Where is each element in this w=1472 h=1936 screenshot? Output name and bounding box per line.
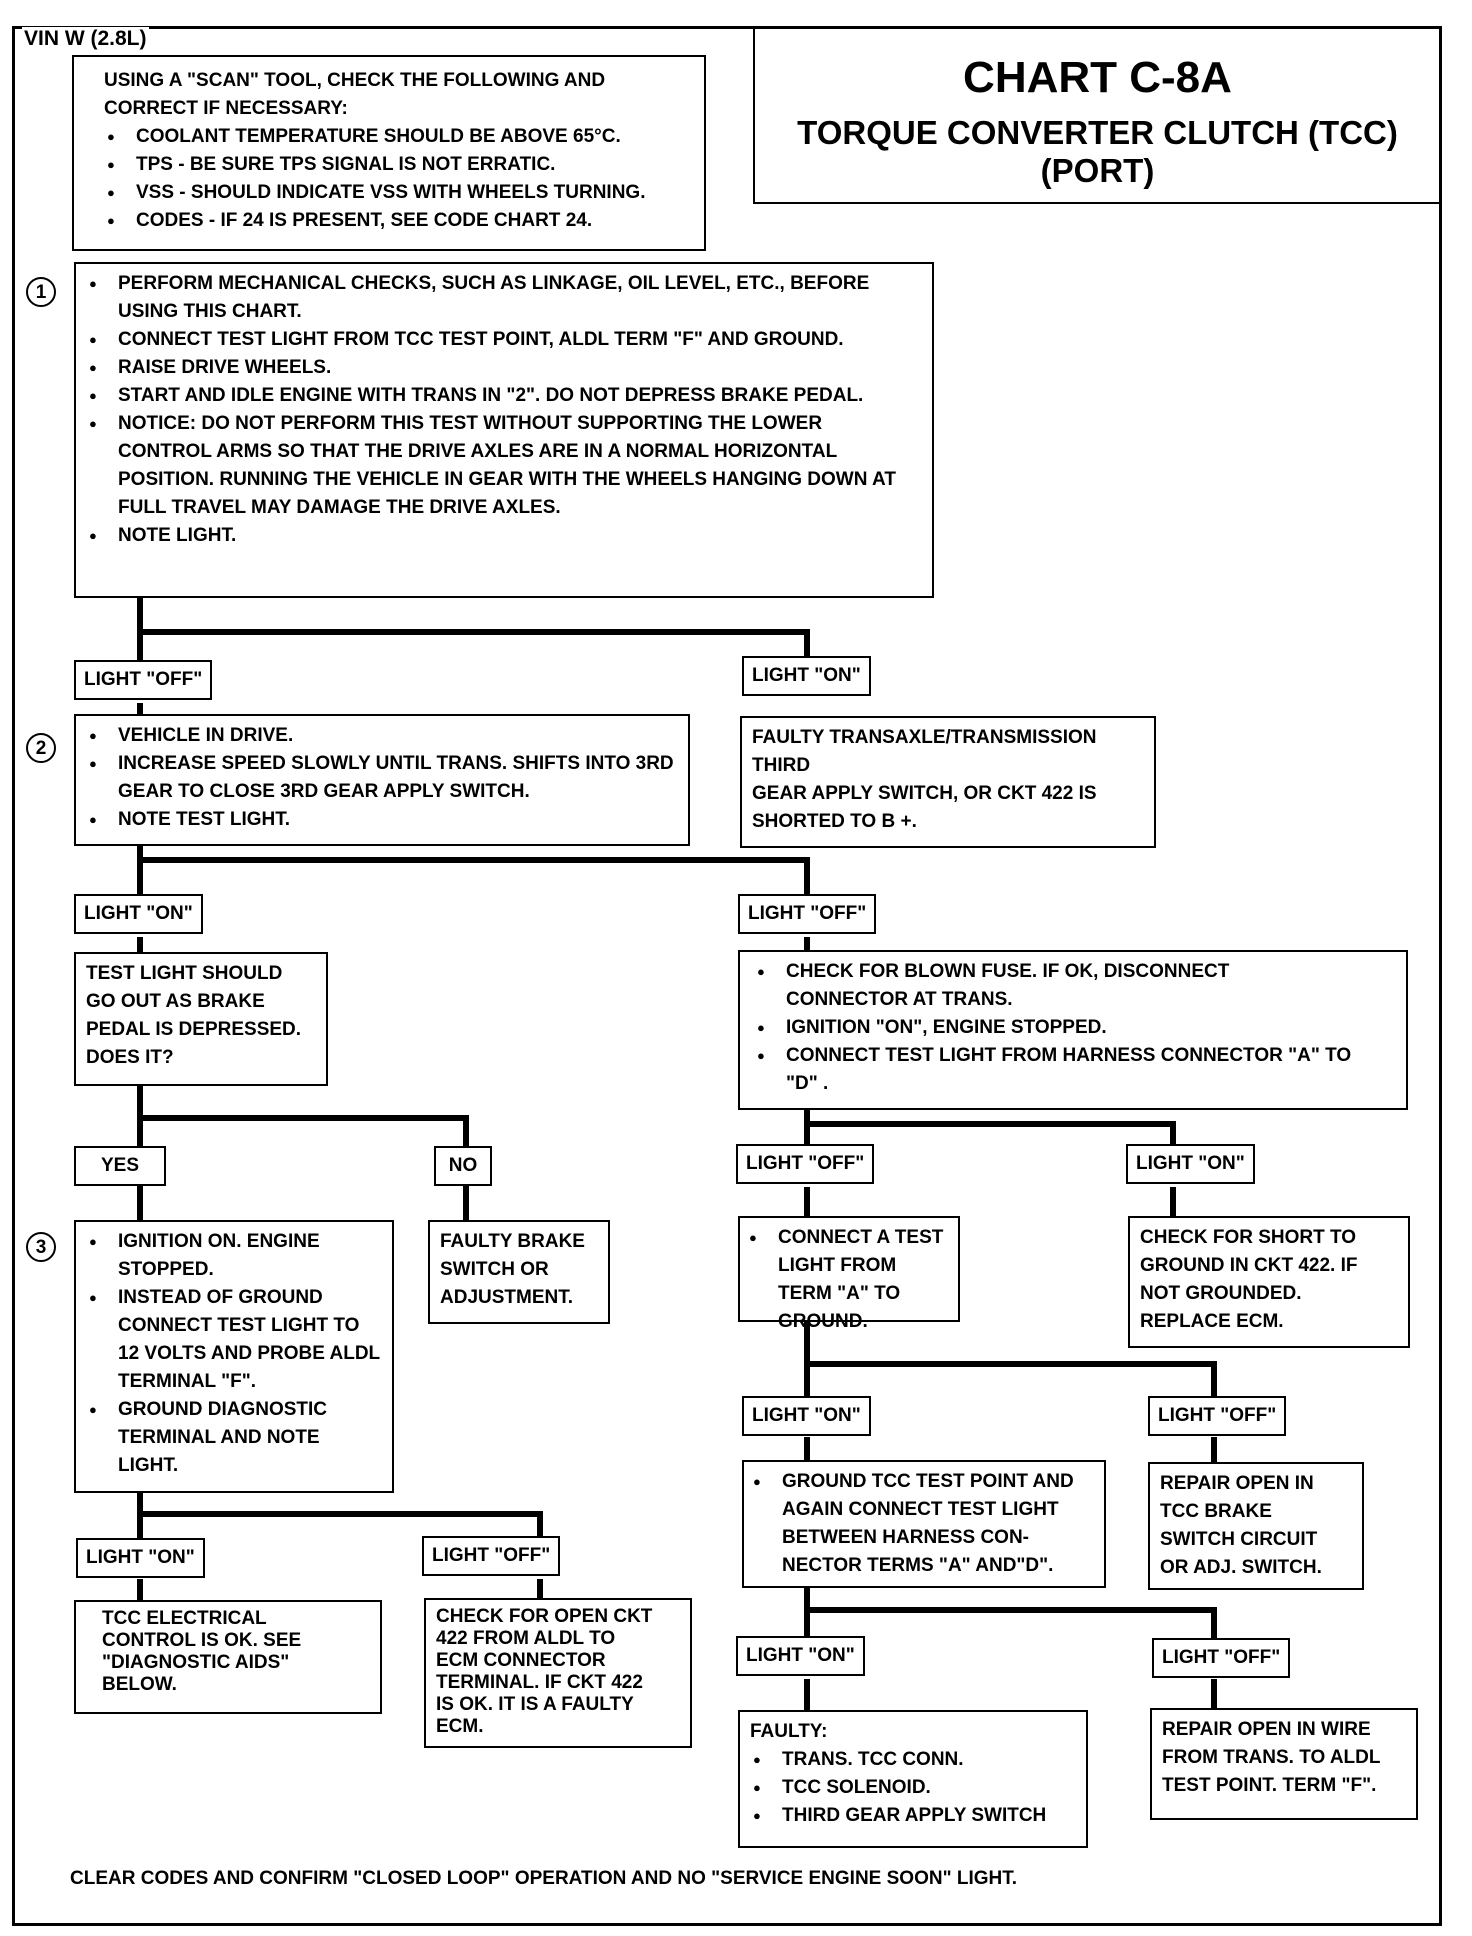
step1-item: CONNECT TEST LIGHT FROM TCC TEST POINT, …: [89, 326, 922, 354]
light-off-label: LIGHT "OFF": [736, 1144, 875, 1184]
step3-item: IGNITION ON. ENGINE STOPPED.: [89, 1228, 382, 1284]
step3-item: GROUND DIAGNOSTIC TERMINAL AND NOTE LIGH…: [89, 1396, 382, 1480]
connect-test-light-box: CONNECT A TEST LIGHT FROM TERM "A" TO GR…: [738, 1216, 960, 1332]
light-off-label: LIGHT "OFF": [1152, 1638, 1291, 1678]
faulty-components-box: FAULTY: TRANS. TCC CONN. TCC SOLENOID. T…: [738, 1710, 1088, 1848]
light-on-label: LIGHT "ON": [76, 1538, 205, 1578]
scan-item: VSS - SHOULD INDICATE VSS WITH WHEELS TU…: [107, 179, 694, 207]
step2-box: VEHICLE IN DRIVE. INCREASE SPEED SLOWLY …: [74, 714, 690, 846]
light-off-label: LIGHT "OFF": [422, 1536, 561, 1576]
chart-frame: [12, 26, 1442, 1926]
scan-item: TPS - BE SURE TPS SIGNAL IS NOT ERRATIC.: [107, 151, 694, 179]
scan-tool-box: USING A "SCAN" TOOL, CHECK THE FOLLOWING…: [72, 55, 706, 251]
light-off-label: LIGHT "OFF": [1148, 1396, 1287, 1436]
chart-title: TORQUE CONVERTER CLUTCH (TCC): [797, 114, 1398, 151]
connect-test-light-item: CONNECT A TEST LIGHT FROM TERM "A" TO GR…: [749, 1224, 948, 1336]
step3-box: IGNITION ON. ENGINE STOPPED. INSTEAD OF …: [74, 1220, 394, 1493]
step2-item: NOTE TEST LIGHT.: [89, 806, 678, 834]
no-label: NO: [434, 1146, 492, 1186]
vin-label: VIN W (2.8L): [22, 27, 149, 51]
footer-note: CLEAR CODES AND CONFIRM "CLOSED LOOP" OP…: [70, 1868, 1018, 1889]
faulty-item: THIRD GEAR APPLY SWITCH: [753, 1802, 1076, 1830]
light-off-label: LIGHT "OFF": [738, 894, 877, 934]
open-ckt-422-result: CHECK FOR OPEN CKT 422 FROM ALDL TO ECM …: [424, 1598, 692, 1748]
light-on-label: LIGHT "ON": [742, 1396, 871, 1436]
step1-box: PERFORM MECHANICAL CHECKS, SUCH AS LINKA…: [74, 262, 934, 598]
step1-item: RAISE DRIVE WHEELS.: [89, 354, 922, 382]
faulty-item: TCC SOLENOID.: [753, 1774, 1076, 1802]
step1-item: NOTE LIGHT.: [89, 522, 922, 550]
light-on-label: LIGHT "ON": [1126, 1144, 1255, 1184]
ground-tcc-item: GROUND TCC TEST POINT AND AGAIN CONNECT …: [753, 1468, 1092, 1580]
scan-item: CODES - IF 24 IS PRESENT, SEE CODE CHART…: [107, 207, 694, 235]
chart-title-block: CHART C-8A TORQUE CONVERTER CLUTCH (TCC)…: [753, 26, 1442, 204]
repair-brake-switch-result: REPAIR OPEN IN TCC BRAKE SWITCH CIRCUIT …: [1148, 1462, 1364, 1590]
scan-item: COOLANT TEMPERATURE SHOULD BE ABOVE 65°C…: [107, 123, 694, 151]
step2-item: INCREASE SPEED SLOWLY UNTIL TRANS. SHIFT…: [89, 750, 678, 806]
step-number-2: 2: [26, 733, 56, 763]
light-on-label: LIGHT "ON": [74, 894, 203, 934]
yes-label: YES: [74, 1146, 166, 1186]
scan-intro: USING A "SCAN" TOOL, CHECK THE FOLLOWING…: [104, 70, 606, 119]
step1-item: NOTICE: DO NOT PERFORM THIS TEST WITHOUT…: [89, 410, 908, 522]
short-to-ground-result: CHECK FOR SHORT TO GROUND IN CKT 422. IF…: [1128, 1216, 1410, 1348]
blown-fuse-check-box: CHECK FOR BLOWN FUSE. IF OK, DISCONNECT …: [738, 950, 1408, 1110]
faulty-title: FAULTY:: [750, 1721, 828, 1742]
light-on-label: LIGHT "ON": [742, 656, 871, 696]
step-number-1: 1: [26, 277, 56, 307]
step2-item: VEHICLE IN DRIVE.: [89, 722, 678, 750]
brake-pedal-question: TEST LIGHT SHOULD GO OUT AS BRAKE PEDAL …: [74, 952, 328, 1086]
step1-item: START AND IDLE ENGINE WITH TRANS IN "2".…: [89, 382, 878, 410]
tcc-control-ok-result: TCC ELECTRICAL CONTROL IS OK. SEE "DIAGN…: [74, 1600, 382, 1714]
light-off-label: LIGHT "OFF": [74, 660, 213, 700]
light-on-label: LIGHT "ON": [736, 1636, 865, 1676]
step3-item: INSTEAD OF GROUND CONNECT TEST LIGHT TO …: [89, 1284, 382, 1396]
fuse-check-item: CHECK FOR BLOWN FUSE. IF OK, DISCONNECT …: [757, 958, 1346, 1014]
faulty-apply-switch-result: FAULTY TRANSAXLE/TRANSMISSION THIRD GEAR…: [740, 716, 1156, 848]
fuse-check-item: CONNECT TEST LIGHT FROM HARNESS CONNECTO…: [757, 1042, 1376, 1098]
fuse-check-item: IGNITION "ON", ENGINE STOPPED.: [757, 1014, 1396, 1042]
ground-tcc-test-point-box: GROUND TCC TEST POINT AND AGAIN CONNECT …: [742, 1460, 1106, 1588]
faulty-item: TRANS. TCC CONN.: [753, 1746, 1076, 1774]
step-number-3: 3: [26, 1232, 56, 1262]
repair-open-wire-result: REPAIR OPEN IN WIRE FROM TRANS. TO ALDL …: [1150, 1708, 1418, 1820]
chart-id: CHART C-8A: [963, 53, 1232, 102]
step1-item: PERFORM MECHANICAL CHECKS, SUCH AS LINKA…: [89, 270, 898, 326]
chart-subtitle: (PORT): [1040, 152, 1155, 189]
faulty-brake-switch-result: FAULTY BRAKE SWITCH OR ADJUSTMENT.: [428, 1220, 610, 1324]
